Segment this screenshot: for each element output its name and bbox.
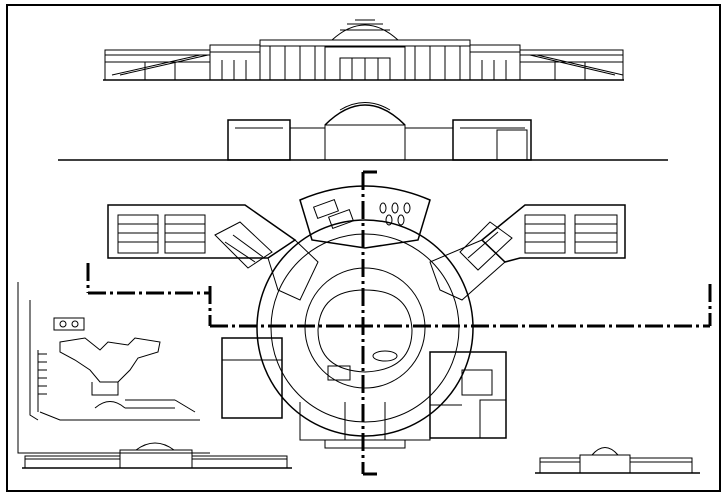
front-elevation xyxy=(103,19,624,81)
small-elevation-right xyxy=(535,447,700,474)
site-plan xyxy=(17,282,210,454)
sheet-border xyxy=(6,4,721,492)
section-elevation xyxy=(58,102,668,161)
axis-lines xyxy=(86,172,712,474)
small-elevation-left xyxy=(22,442,292,469)
floor-plan xyxy=(107,185,626,449)
